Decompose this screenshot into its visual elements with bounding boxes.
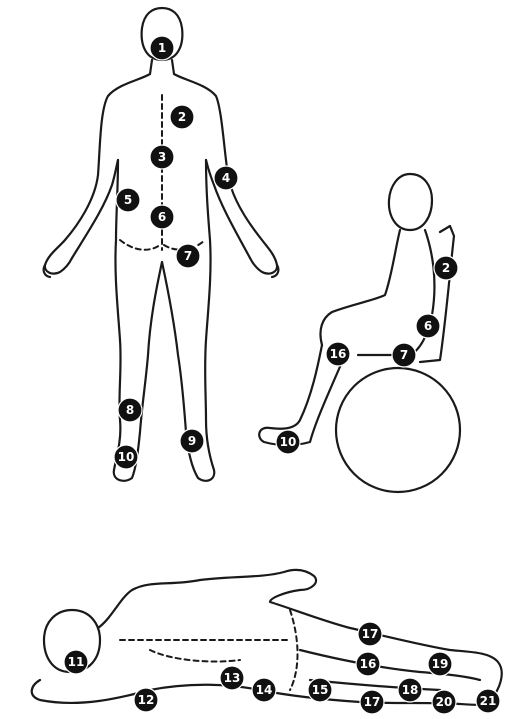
marker-label: 21 — [480, 694, 497, 708]
marker-label: 9 — [188, 434, 196, 448]
marker-lying-side-18: 18 — [398, 678, 422, 702]
marker-label: 20 — [436, 695, 453, 709]
marker-seated-wheelchair-16: 16 — [326, 342, 350, 366]
marker-label: 13 — [224, 671, 241, 685]
marker-label: 10 — [280, 435, 297, 449]
marker-lying-side-21: 21 — [476, 689, 500, 713]
standing-figure — [44, 8, 279, 481]
marker-label: 17 — [364, 695, 381, 709]
wheelchair-backrest-outline — [420, 226, 454, 362]
marker-standing-back-5: 5 — [116, 188, 140, 212]
marker-label: 14 — [256, 683, 273, 697]
marker-standing-back-1: 1 — [150, 36, 174, 60]
marker-label: 2 — [178, 110, 186, 124]
marker-label: 15 — [312, 683, 329, 697]
marker-seated-wheelchair-10: 10 — [276, 430, 300, 454]
marker-label: 7 — [184, 249, 192, 263]
marker-lying-side-15: 15 — [308, 678, 332, 702]
marker-label: 10 — [118, 450, 135, 464]
marker-seated-wheelchair-7: 7 — [392, 343, 416, 367]
marker-label: 16 — [360, 657, 377, 671]
marker-label: 12 — [138, 693, 155, 707]
marker-standing-back-8: 8 — [118, 398, 142, 422]
lying-body-top-outline — [98, 570, 502, 700]
seated-torso-outline — [320, 230, 434, 355]
marker-label: 6 — [158, 210, 166, 224]
marker-label: 16 — [330, 347, 347, 361]
marker-standing-back-2: 2 — [170, 105, 194, 129]
marker-label: 4 — [222, 171, 230, 185]
marker-lying-side-11: 11 — [64, 650, 88, 674]
marker-label: 17 — [362, 627, 379, 641]
marker-lying-side-16: 16 — [356, 652, 380, 676]
marker-lying-side-19: 19 — [428, 652, 452, 676]
marker-standing-back-7: 7 — [176, 244, 200, 268]
marker-label: 18 — [402, 683, 419, 697]
marker-lying-side-12: 12 — [134, 688, 158, 712]
marker-label: 5 — [124, 193, 132, 207]
marker-label: 7 — [400, 348, 408, 362]
marker-label: 8 — [126, 403, 134, 417]
marker-label: 1 — [158, 41, 166, 55]
marker-standing-back-10: 10 — [114, 445, 138, 469]
wheelchair-wheel-outline — [336, 368, 460, 492]
marker-label: 6 — [424, 319, 432, 333]
seated-head-outline — [389, 174, 432, 230]
marker-seated-wheelchair-2: 2 — [434, 256, 458, 280]
lying-spine-dashes — [120, 610, 298, 690]
marker-label: 3 — [158, 150, 166, 164]
marker-lying-side-13: 13 — [220, 666, 244, 690]
marker-standing-back-3: 3 — [150, 145, 174, 169]
marker-standing-back-6: 6 — [150, 205, 174, 229]
marker-standing-back-4: 4 — [214, 166, 238, 190]
marker-lying-side-20: 20 — [432, 690, 456, 714]
marker-label: 19 — [432, 657, 449, 671]
marker-label: 2 — [442, 261, 450, 275]
marker-lying-side-17: 17 — [360, 690, 384, 714]
marker-lying-side-14: 14 — [252, 678, 276, 702]
marker-lying-side-17: 17 — [358, 622, 382, 646]
marker-standing-back-9: 9 — [180, 429, 204, 453]
marker-seated-wheelchair-6: 6 — [416, 314, 440, 338]
marker-label: 11 — [68, 655, 85, 669]
